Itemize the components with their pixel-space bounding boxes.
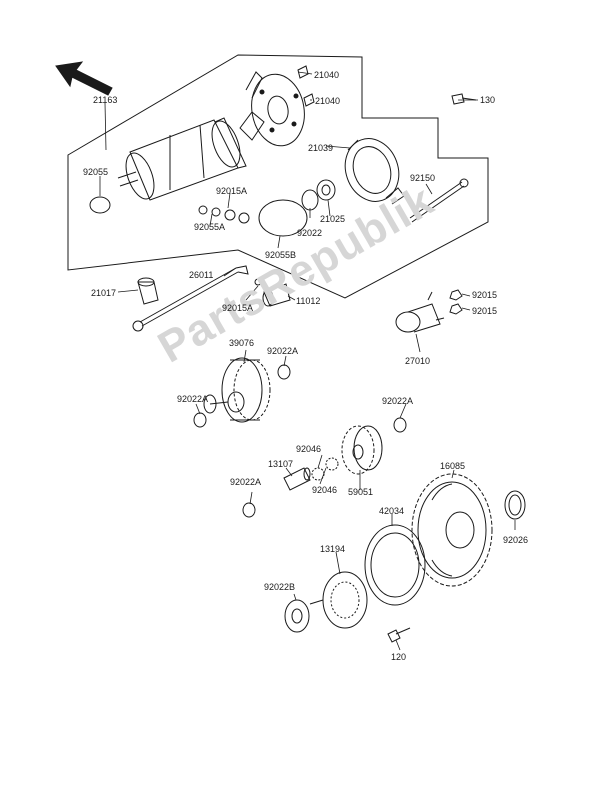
part-label-92022A: 92022A (382, 396, 414, 406)
part-label-11012: 11012 (296, 296, 321, 306)
terminal-boot-21017 (137, 277, 159, 305)
part-label-92022B: 92022B (264, 582, 296, 592)
long-bolt-92150 (409, 178, 469, 223)
part-label-13107: 13107 (268, 459, 294, 469)
part-label-92055: 92055 (83, 167, 109, 177)
part-label-92046: 92046 (296, 444, 322, 454)
part-label-42034: 42034 (379, 506, 405, 516)
part-label-13194: 13194 (320, 544, 346, 554)
starter-motor (117, 117, 247, 201)
o-ring-92055B (258, 199, 308, 237)
screw-21040 (297, 65, 315, 107)
part-label-21017: 21017 (91, 288, 117, 298)
bolt-130 (451, 93, 477, 105)
starter-clutch-13194 (309, 571, 368, 629)
starter-cover-21039 (344, 138, 405, 205)
shaft-13107 (283, 467, 311, 491)
part-label-120: 120 (391, 652, 407, 662)
part-label-130: 130 (480, 95, 496, 105)
washer-92022B (284, 599, 310, 633)
gear-59051 (341, 425, 383, 475)
part-label-92022: 92022 (297, 228, 323, 238)
part-label-21039: 21039 (308, 143, 334, 153)
part-label-92150: 92150 (410, 173, 436, 183)
circlip-92026 (504, 490, 526, 520)
washers-92015A (198, 205, 250, 224)
part-label-16085: 16085 (440, 461, 466, 471)
washer-92022A-d (242, 502, 256, 518)
part-label-92015A: 92015A (216, 186, 248, 196)
part-label-92015A: 92015A (222, 303, 254, 313)
front-direction-arrow-icon (55, 61, 113, 96)
part-label-92015: 92015 (472, 306, 498, 316)
part-label-21040: 21040 (314, 70, 340, 80)
gear-92046 (311, 457, 339, 481)
part-label-27010: 27010 (405, 356, 431, 366)
part-label-59051: 59051 (348, 487, 374, 497)
part-label-92022A: 92022A (267, 346, 299, 356)
bolt-120 (387, 627, 411, 643)
sprocket-16085 (411, 473, 493, 587)
leader-lines (99, 71, 516, 651)
washer-92022A-b (193, 412, 207, 428)
part-label-21163: 21163 (93, 95, 118, 105)
starter-cable-26011 (132, 265, 249, 332)
part-label-21025: 21025 (320, 214, 346, 224)
part-label-92055A: 92055A (194, 222, 226, 232)
ring-42034 (364, 524, 426, 606)
terminal-boot-11012 (262, 283, 291, 307)
idle-gear-39076 (203, 357, 271, 423)
part-label-92015: 92015 (472, 290, 498, 300)
starter-assembly-outline (67, 54, 489, 299)
part-label-92022A: 92022A (230, 477, 262, 487)
part-label-92055B: 92055B (265, 250, 297, 260)
part-label-92022A: 92022A (177, 394, 209, 404)
end-cover-plate (239, 71, 305, 147)
o-ring-92055 (89, 196, 111, 214)
washer-92022A-a (277, 364, 291, 380)
part-label-26011: 26011 (189, 270, 214, 280)
washer-92022 (301, 189, 319, 211)
part-label-92046: 92046 (312, 485, 338, 495)
washer-92022A-c (393, 417, 407, 433)
nut-92015A (254, 278, 262, 286)
starter-relay-27010 (395, 291, 445, 333)
part-label-39076: 39076 (229, 338, 255, 348)
part-label-21040: 21040 (315, 96, 341, 106)
seal-21025 (316, 179, 336, 201)
part-label-92026: 92026 (503, 535, 529, 545)
nuts-92015 (449, 289, 463, 315)
